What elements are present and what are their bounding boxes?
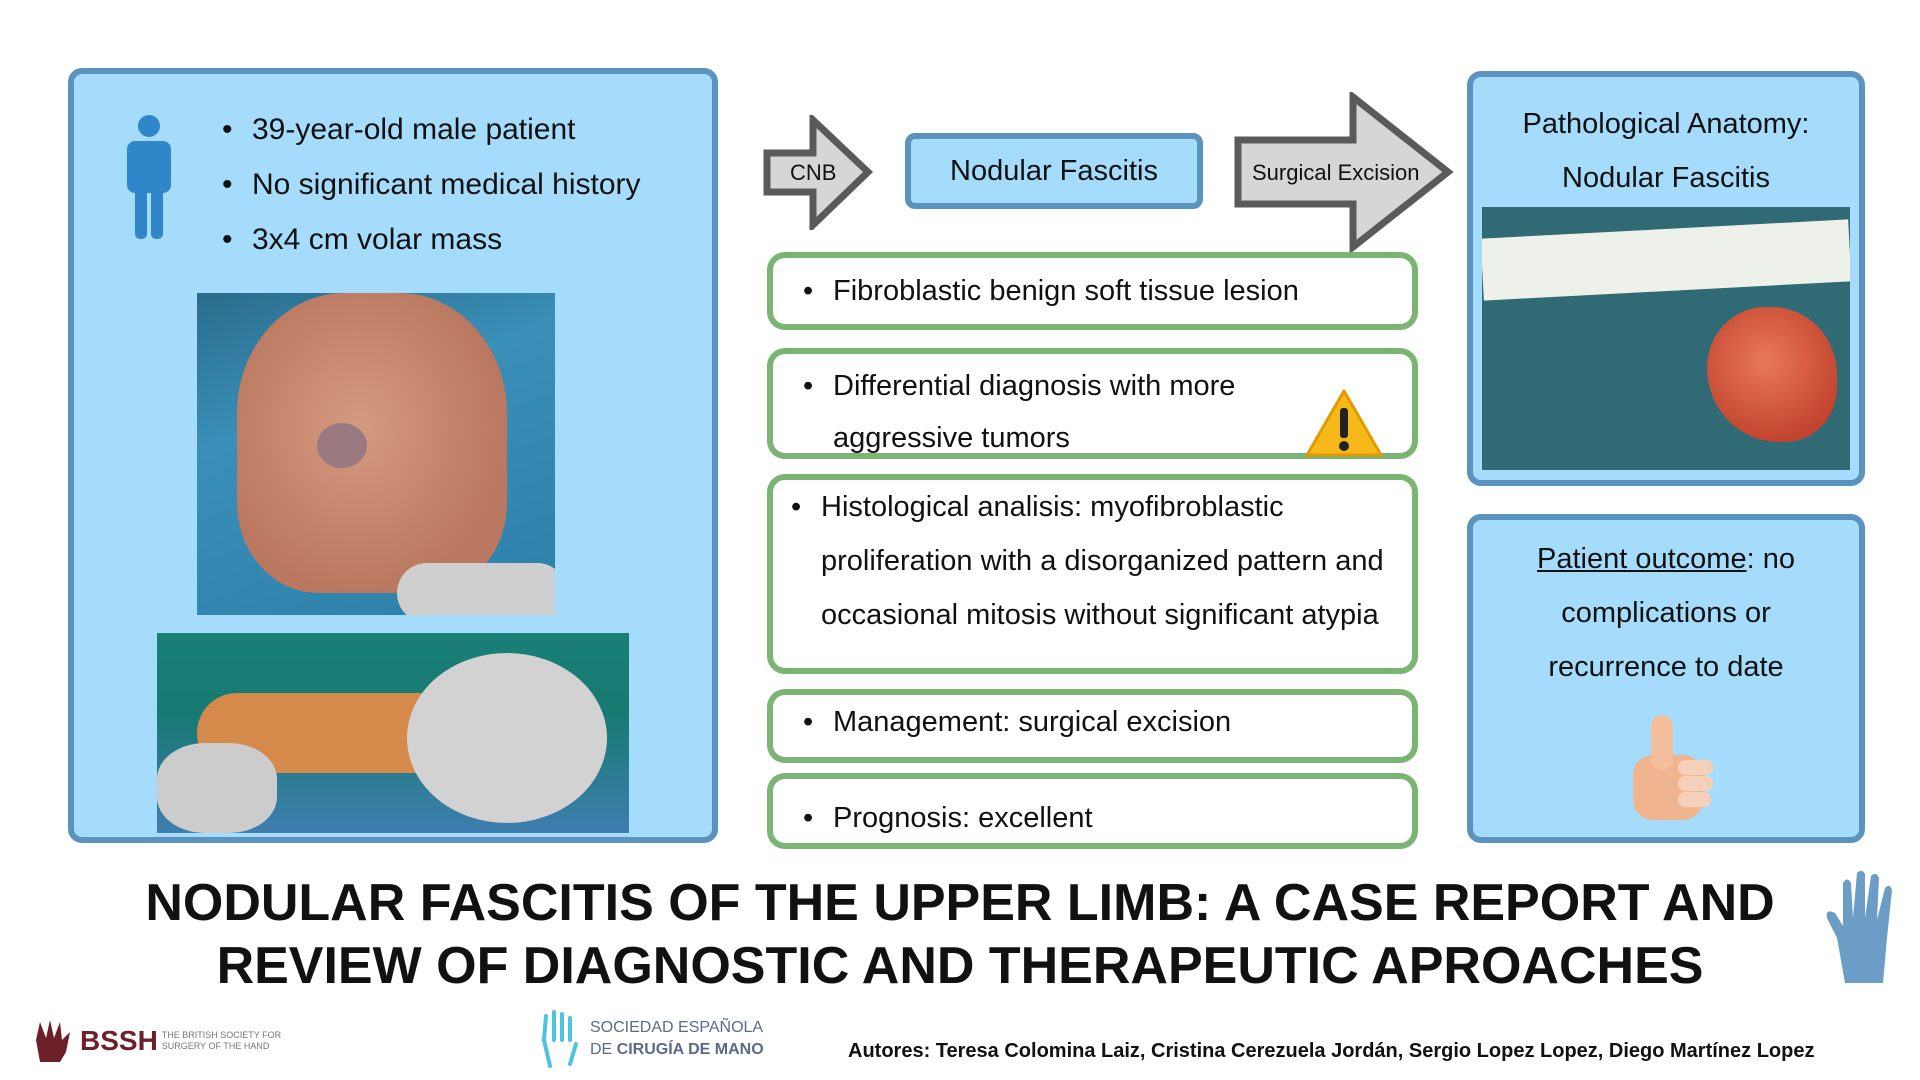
outcome-label: Patient outcome [1537,543,1747,575]
hand-icon [1826,870,1892,983]
finding-box: Management: surgical excision [767,689,1418,763]
finding-box: Differential diagnosis with more aggress… [767,348,1418,459]
diagnosis-label: Nodular Fascitis [950,154,1158,187]
finding-box: Fibroblastic benign soft tissue lesion [767,252,1418,330]
diagnosis-box: Nodular Fascitis [905,133,1203,209]
patient-point: 39-year-old male patient [222,102,641,157]
poster-title: NODULAR FASCITIS OF THE UPPER LIMB: A CA… [0,872,1920,998]
finding-text: Management: surgical excision [803,695,1392,749]
specimen-photo [1482,207,1850,470]
title-line: REVIEW OF DIAGNOSTIC AND THERAPEUTIC APR… [216,937,1704,995]
finding-box: Prognosis: excellent [767,773,1418,849]
finding-text: Histological analisis: myofibroblastic p… [791,480,1392,642]
secm-line2: DE [590,1041,617,1058]
outcome-panel: Patient outcome: no complications or rec… [1467,514,1865,843]
surgical-excision-label: Surgical Excision [1252,160,1420,185]
patient-point: No significant medical history [222,157,640,212]
finding-text: Differential diagnosis with more aggress… [803,360,1302,464]
authors: Autores: Teresa Colomina Laiz, Cristina … [848,1040,1815,1062]
finding-text: Prognosis: excellent [803,791,1392,845]
person-icon [127,115,171,239]
secm-line2-bold: CIRUGÍA DE MANO [616,1041,764,1058]
bssh-subtitle: THE BRITISH SOCIETY FOR [161,1030,282,1040]
finger-mass-photo [157,633,629,833]
secm-logo: SOCIEDAD ESPAÑOLA DE CIRUGÍA DE MANO [540,1010,764,1068]
surgical-excision-arrow [1234,92,1454,252]
pathology-panel: Pathological Anatomy: Nodular Fascitis [1467,71,1865,486]
patient-point: 3x4 cm volar mass [222,212,641,267]
outcome-text: : no complications or recurrence to date [1548,543,1795,683]
bssh-hand-icon [36,1020,70,1062]
pathology-diagnosis: Nodular Fascitis [1562,162,1770,194]
finding-text: Fibroblastic benign soft tissue lesion [803,264,1392,318]
warning-icon [1305,389,1383,457]
secm-hand-icon [541,1010,578,1068]
bssh-subtitle: SURGERY OF THE HAND [161,1041,270,1051]
thumbs-up-icon [1633,715,1713,820]
cnb-arrow [763,115,874,230]
pathology-title: Pathological Anatomy: [1522,108,1810,140]
secm-line1: SOCIEDAD ESPAÑOLA [590,1019,764,1036]
finding-box: Histological analisis: myofibroblastic p… [767,474,1418,674]
bssh-text: BSSH [80,1025,158,1056]
title-line: NODULAR FASCITIS OF THE UPPER LIMB: A CA… [145,874,1775,932]
cnb-label: CNB [790,160,837,185]
patient-panel: 39-year-old male patient No significant … [68,68,718,843]
patient-points: 39-year-old male patient No significant … [222,102,641,267]
hand-palm-photo [197,293,555,615]
